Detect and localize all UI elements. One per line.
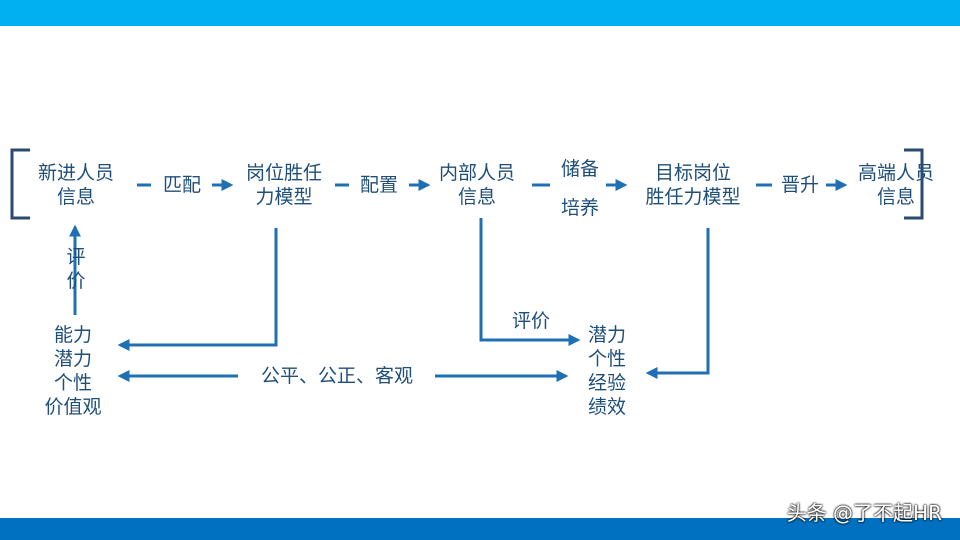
node-target-post-model: 目标岗位 胜任力模型 (645, 162, 741, 208)
node-senior-staff-info: 高端人员 信息 (857, 162, 934, 208)
arrow-target-to-traits (645, 228, 710, 379)
edge-label-evaluate-vertical: 评 价 (66, 246, 86, 292)
edge-label-train: 培养 (560, 197, 599, 219)
node-post-competency-model: 岗位胜任 力模型 (245, 162, 322, 208)
watermark: 头条 @了不起HR (786, 501, 942, 525)
bottom-banner (0, 518, 960, 540)
edge-label-fairness: 公平、公正、客观 (260, 365, 413, 387)
edge-label-reserve: 储备 (560, 158, 599, 180)
arrow-model-to-traits (117, 228, 278, 351)
node-new-staff-info: 新进人员 信息 (37, 162, 114, 208)
arrow-internal-to-traits (479, 218, 581, 346)
right-bracket (904, 148, 924, 220)
edge-label-promote: 晋升 (780, 174, 819, 196)
left-bracket (10, 148, 30, 220)
node-traits-left: 能力 潜力 个性 价值观 (44, 324, 102, 418)
edge-label-match: 匹配 (162, 174, 201, 196)
top-banner (0, 0, 960, 26)
edge-label-configure: 配置 (359, 174, 398, 196)
node-traits-right: 潜力 个性 经验 绩效 (587, 324, 626, 418)
edge-label-evaluate: 评价 (511, 310, 550, 332)
node-internal-staff-info: 内部人员 信息 (438, 162, 515, 208)
